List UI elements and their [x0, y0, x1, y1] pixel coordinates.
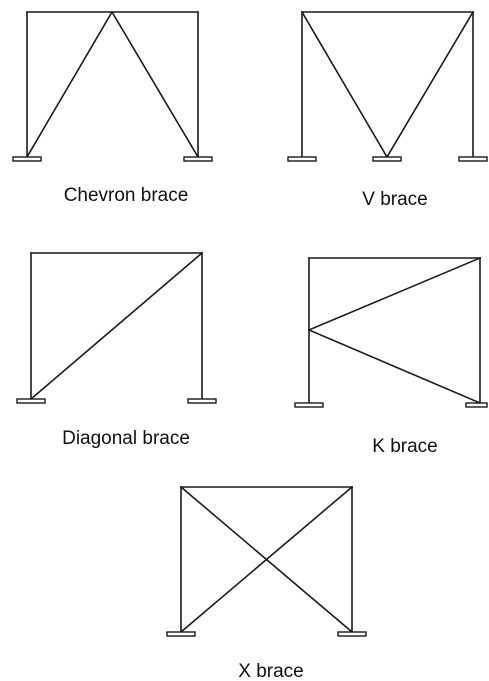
- diagonal-brace-label: Diagonal brace: [62, 428, 190, 449]
- brace-lower: [307, 328, 482, 405]
- chevron-brace-frame: [12, 10, 213, 162]
- middle-support: [372, 156, 402, 162]
- left-support: [166, 631, 196, 637]
- right-support: [183, 156, 213, 162]
- v-brace-label: V brace: [362, 189, 427, 210]
- right-support: [458, 156, 488, 162]
- left-support: [16, 398, 46, 404]
- x-brace-frame: [166, 485, 367, 637]
- k-brace-frame: [294, 256, 488, 408]
- right-support: [337, 631, 367, 637]
- brace-upper: [307, 256, 482, 332]
- brace-right: [385, 10, 475, 159]
- right-support: [465, 402, 488, 408]
- brace-left: [25, 10, 114, 159]
- brace-right: [110, 10, 200, 159]
- left-support: [12, 156, 42, 162]
- right-support: [187, 398, 217, 404]
- brace-diagonal: [29, 251, 204, 401]
- left-support: [287, 156, 317, 162]
- v-brace-frame: [287, 10, 488, 162]
- k-brace-label: K brace: [372, 436, 437, 457]
- brace-diagonal-2: [179, 485, 354, 634]
- brace-left: [300, 10, 389, 159]
- x-brace-label: X brace: [238, 661, 303, 681]
- left-support: [294, 402, 324, 408]
- diagonal-brace-frame: [16, 251, 217, 404]
- chevron-brace-label: Chevron brace: [64, 185, 189, 206]
